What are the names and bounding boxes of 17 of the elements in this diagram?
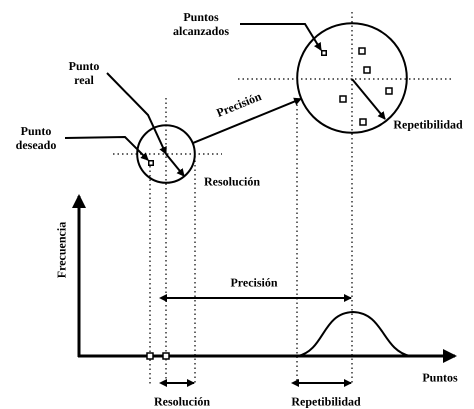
measure-label: Resolución: [204, 176, 260, 188]
measure-label: Precisión: [230, 276, 278, 290]
resolution-circle: [136, 124, 196, 184]
leader-line: [240, 23, 322, 51]
axis-label: Puntos: [422, 372, 458, 384]
arrow: [192, 98, 302, 144]
point-marker: [148, 160, 154, 166]
callout-label: Puntos alcanzados: [163, 10, 239, 38]
measure-label: Repetibilidad: [291, 396, 361, 408]
callout-label: Punto deseado: [8, 124, 64, 152]
leader-line: [64, 136, 149, 161]
point-marker: [321, 50, 327, 56]
measure-label: Repetibilidad: [393, 118, 463, 132]
callout-label: Punto real: [62, 59, 106, 87]
measure-label: Resolución: [154, 396, 210, 408]
axis-label: Frecuencia: [56, 222, 68, 278]
leader-line: [106, 72, 167, 155]
